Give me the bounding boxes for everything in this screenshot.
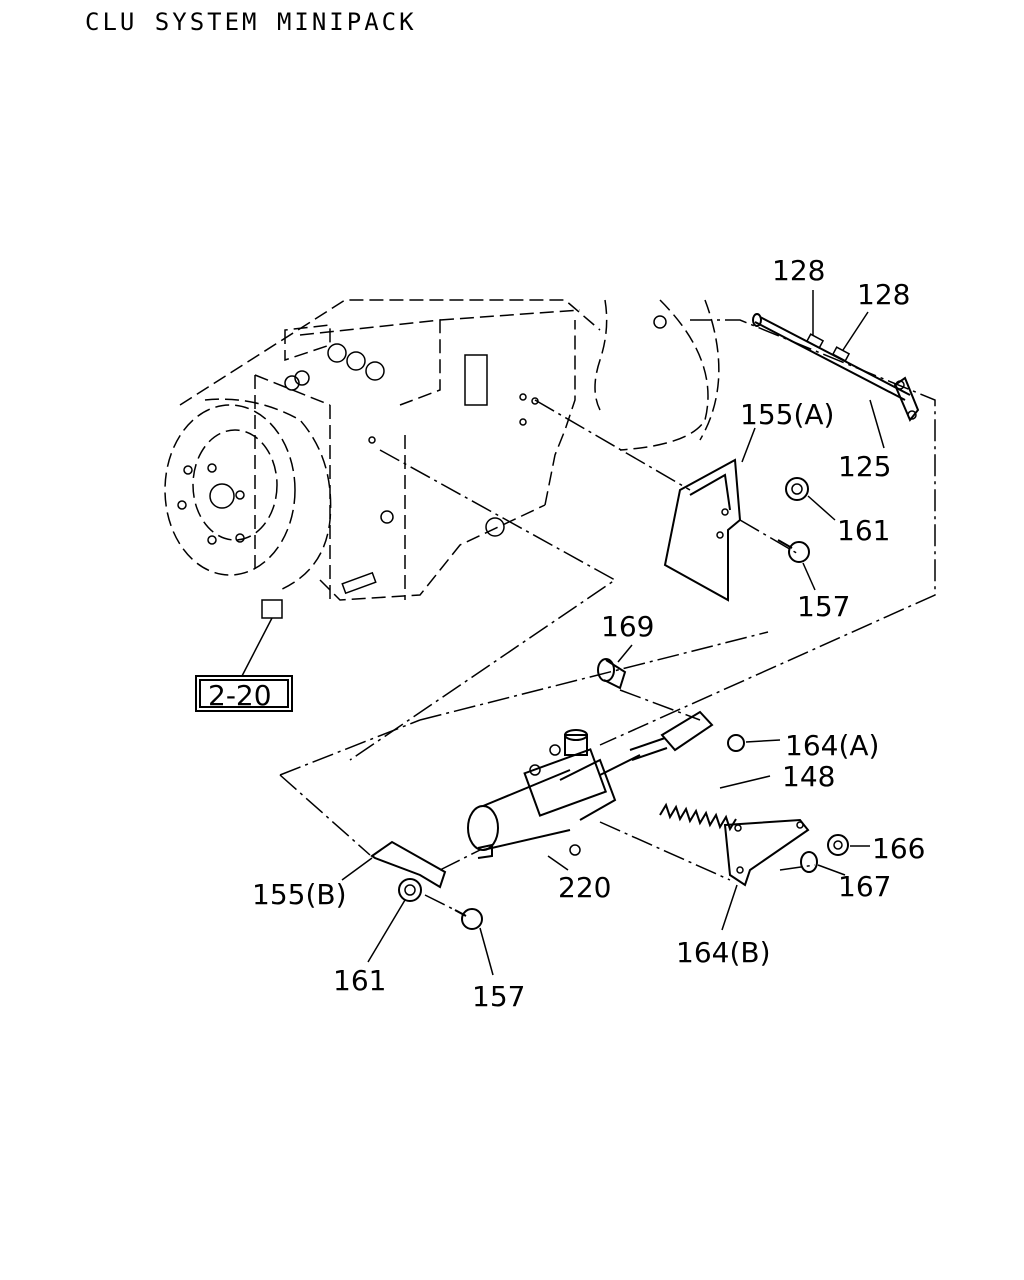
nut-161b: [398, 878, 422, 902]
callout-128-right: 128: [857, 278, 910, 311]
bracket-164b: [723, 818, 810, 887]
nut-166: [827, 834, 849, 856]
bolt-157b: [454, 908, 483, 930]
callout-164a: 164(A): [785, 729, 879, 762]
callout-167: 167: [838, 870, 891, 903]
bracket-155b: [370, 840, 447, 889]
callout-161-lower: 161: [333, 964, 386, 997]
cylinder-220: [467, 729, 641, 859]
bolt-157a: [777, 539, 810, 563]
engine-phantom-outline: [164, 299, 720, 601]
clevis: [629, 710, 714, 761]
callout-157-lower: 157: [472, 980, 525, 1013]
clip-128: [805, 333, 851, 362]
callout-164b: 164(B): [676, 936, 771, 969]
page-title: CLU SYSTEM MINIPACK: [85, 8, 417, 36]
bracket-155a: [663, 458, 742, 602]
callout-166: 166: [872, 832, 925, 865]
callout-155b: 155(B): [252, 878, 347, 911]
assembly-lines: [279, 319, 936, 916]
reference-box-label: 2-20: [208, 679, 272, 712]
spring-148: [659, 802, 737, 832]
callout-128-left: 128: [772, 254, 825, 287]
pin-169: [597, 658, 627, 690]
callout-220: 220: [558, 871, 611, 904]
clip-164a: [727, 734, 745, 752]
callout-157-upper: 157: [797, 590, 850, 623]
nut-161a: [785, 477, 809, 501]
callout-125: 125: [838, 450, 891, 483]
callout-161-upper: 161: [837, 514, 890, 547]
leader-lines: [241, 290, 885, 976]
callout-148: 148: [782, 760, 835, 793]
washer-167: [800, 851, 818, 873]
reference-box-2-20[interactable]: 2-20: [195, 675, 293, 712]
callout-169: 169: [601, 610, 654, 643]
engine-studs: [177, 315, 667, 619]
callout-155a: 155(A): [740, 398, 834, 431]
